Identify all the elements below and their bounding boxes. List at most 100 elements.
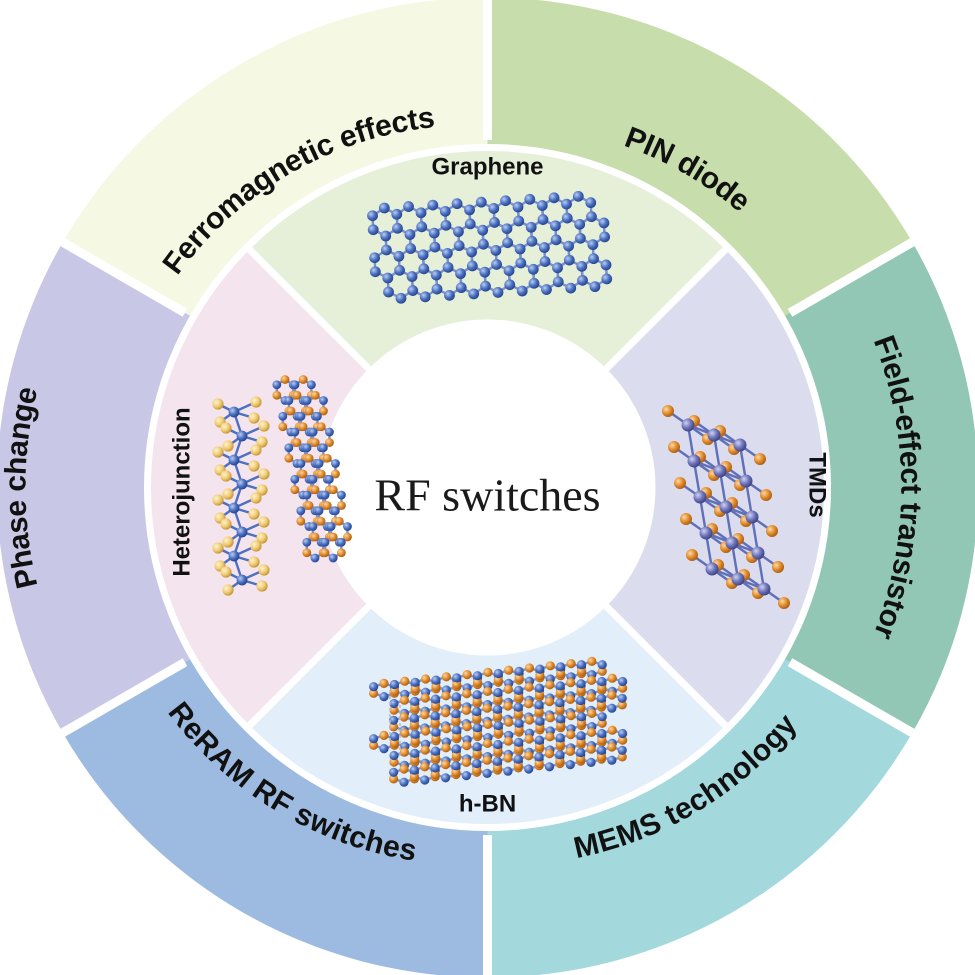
atom — [302, 537, 312, 547]
tmd-lattice-icon — [662, 405, 790, 609]
atom — [607, 742, 617, 752]
atom — [451, 715, 461, 725]
atom — [369, 734, 379, 744]
atom — [514, 692, 524, 702]
atom — [466, 246, 478, 258]
atom — [514, 243, 526, 255]
atom — [298, 422, 308, 432]
atom — [430, 769, 440, 780]
atom — [493, 720, 503, 731]
atom — [314, 506, 324, 516]
atom — [380, 230, 392, 242]
atom — [452, 679, 462, 690]
atom — [493, 687, 503, 698]
atom — [693, 490, 707, 504]
atom — [493, 727, 503, 737]
atom — [472, 742, 482, 752]
atom — [576, 695, 586, 706]
atom — [462, 689, 472, 699]
atom — [320, 548, 330, 558]
atom — [258, 564, 270, 576]
atom — [220, 566, 232, 578]
atom — [477, 224, 489, 236]
atom — [601, 273, 613, 285]
atom — [440, 708, 451, 718]
atom — [488, 203, 500, 214]
center-label: RF switches — [374, 470, 600, 521]
atom — [513, 702, 523, 712]
atom — [286, 406, 296, 416]
atom — [536, 200, 548, 211]
atom — [302, 490, 312, 500]
atom — [316, 469, 326, 479]
atom — [618, 683, 628, 693]
atom — [482, 755, 492, 765]
atom — [493, 694, 503, 704]
atom — [389, 705, 399, 715]
atom — [472, 713, 482, 723]
atom — [298, 469, 308, 479]
atom — [322, 501, 332, 510]
atom — [420, 693, 430, 703]
atom — [576, 660, 587, 670]
atom — [403, 201, 414, 212]
atom — [754, 453, 766, 465]
atom — [430, 763, 440, 773]
atom — [539, 256, 551, 267]
atom — [585, 197, 597, 209]
atom — [430, 717, 440, 728]
atom — [439, 205, 451, 217]
atom — [290, 380, 300, 390]
atom — [420, 775, 430, 785]
atom — [399, 764, 409, 774]
atom — [404, 229, 416, 240]
atom — [524, 193, 536, 205]
atom — [600, 259, 612, 271]
atom — [513, 709, 523, 719]
atom — [461, 705, 471, 716]
atom — [772, 561, 784, 573]
atom — [236, 430, 248, 442]
atom — [482, 768, 492, 779]
atom — [565, 760, 575, 770]
atom — [228, 550, 240, 562]
atom — [464, 218, 476, 230]
outer-segment-mems — [487, 607, 913, 975]
atom — [541, 284, 552, 295]
atom — [502, 237, 514, 249]
atom — [561, 212, 573, 224]
atom — [760, 489, 772, 501]
atom — [617, 693, 627, 703]
heterojunction-lattice-icon — [212, 375, 352, 596]
atom — [331, 459, 340, 468]
atom — [410, 696, 420, 706]
atom — [477, 238, 489, 250]
atom — [555, 687, 565, 698]
atom — [212, 542, 224, 554]
atom — [316, 422, 326, 432]
atom — [381, 244, 392, 256]
atom — [565, 746, 575, 757]
atom — [284, 453, 294, 463]
atom — [430, 711, 440, 721]
atom — [452, 673, 462, 683]
atom — [310, 438, 320, 447]
atom — [369, 252, 381, 264]
atom — [369, 266, 381, 278]
atom — [410, 729, 420, 739]
atom — [304, 406, 314, 416]
atom — [565, 282, 577, 294]
atom — [618, 728, 628, 739]
atom — [501, 223, 513, 235]
atom — [369, 740, 379, 750]
atom — [586, 211, 597, 223]
atom — [461, 757, 471, 768]
atom — [550, 220, 561, 232]
atom — [290, 485, 300, 495]
atom — [555, 698, 565, 708]
atom — [391, 208, 403, 220]
atom — [314, 459, 324, 468]
atom — [337, 501, 346, 510]
atom — [552, 262, 563, 274]
atom — [527, 263, 539, 275]
